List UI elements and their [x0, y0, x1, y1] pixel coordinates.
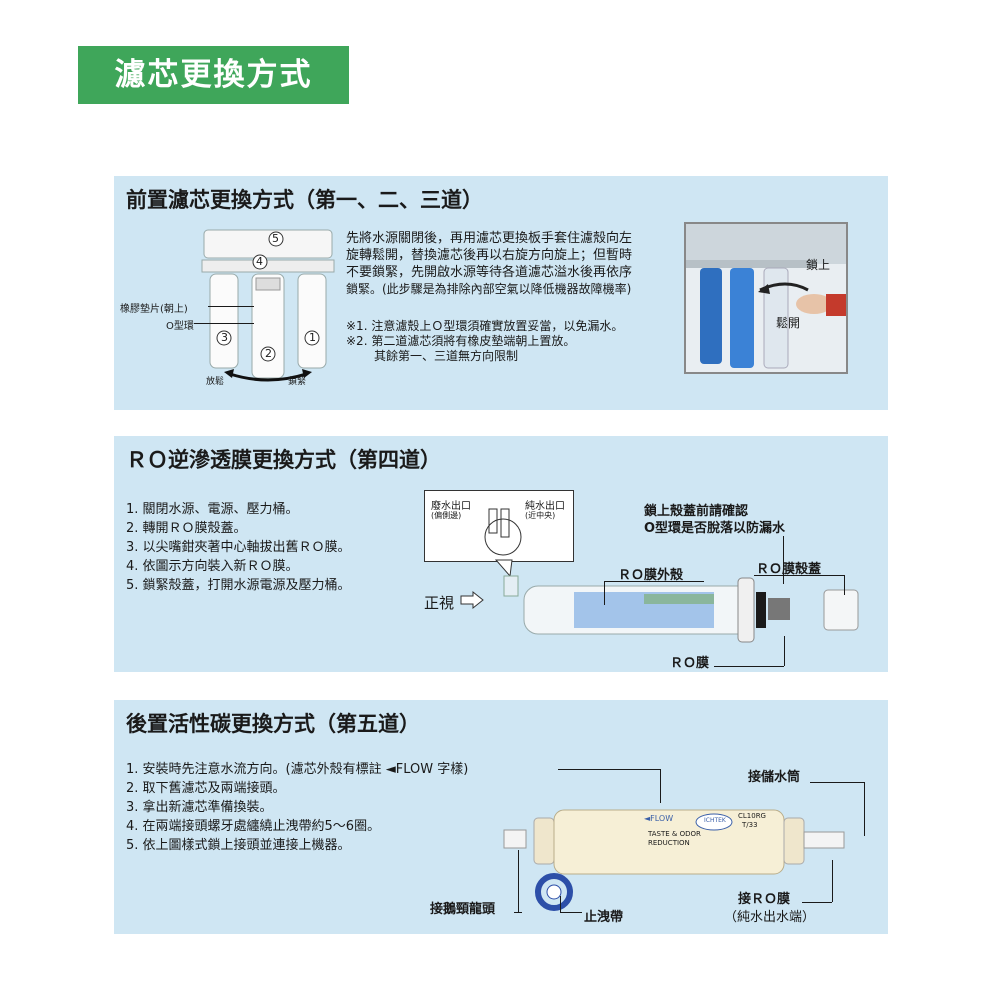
- diagram-number: 4: [256, 255, 263, 268]
- ro-housing-diagram: [503, 575, 859, 643]
- loosen-label: 放鬆: [206, 377, 225, 387]
- ro-membrane-label: ＲＯ膜: [670, 656, 710, 671]
- step-item: 4. 依圖示方向裝入新ＲＯ膜。: [126, 559, 299, 574]
- step-item: 3. 拿出新濾芯準備換裝。: [126, 800, 273, 815]
- filter-photo: 鎖上 鬆開: [684, 222, 848, 374]
- waste-outlet-label: 廢水出口: [431, 501, 471, 512]
- flow-print: ◄FLOW: [644, 814, 674, 823]
- section-title: 前置濾芯更換方式（第一、二、三道）: [126, 188, 483, 212]
- prefilter-diagram: [201, 229, 335, 382]
- step-list: 1. 關閉水源、電源、壓力桶。 2. 轉開ＲＯ膜殼蓋。 3. 以尖嘴鉗夾著中心軸…: [126, 500, 351, 595]
- ro-outlet-label-line1: 接ＲＯ膜: [738, 892, 791, 907]
- section-title: ＲＯ逆滲透膜更換方式（第四道）: [126, 448, 441, 472]
- pure-outlet-label: 純水出口: [525, 501, 565, 512]
- ro-housing-label: ＲＯ膜外殼: [618, 568, 684, 583]
- note-line: ※2. 第二道濾芯須將有橡皮墊端朝上置放。: [346, 334, 576, 348]
- diagram-number: 1: [309, 331, 316, 344]
- step-item: 3. 以尖嘴鉗夾著中心軸拔出舊ＲＯ膜。: [126, 540, 351, 555]
- front-view-label: 正視: [424, 594, 455, 612]
- tighten-label: 鎖緊: [288, 377, 307, 387]
- step-item: 5. 依上圖樣式鎖上接頭並連接上機器。: [126, 838, 351, 853]
- taste-print: TASTE & ODOR: [648, 830, 701, 838]
- step-item: 1. 關閉水源、電源、壓力桶。: [126, 502, 299, 517]
- reduction-print: REDUCTION: [648, 839, 690, 847]
- page-title: 濾芯更換方式: [78, 46, 349, 104]
- note-line: ※1. 注意濾殼上Ｏ型環須確實放置妥當，以免漏水。: [346, 319, 624, 333]
- model2-print: T/33: [742, 821, 758, 829]
- note-line: 其餘第一、三道無方向限制: [374, 349, 519, 363]
- tape-label: 止洩帶: [584, 910, 624, 925]
- gooseneck-label: 接鵝頸龍頭: [430, 902, 496, 917]
- oring-label: O型環: [166, 321, 194, 332]
- brand-print: ICHTEK: [704, 817, 726, 824]
- instruction-line: 鎖緊。(此步驟是為排除內部空氣以降低機器故障機率): [346, 282, 632, 296]
- model-print: CL10RG: [738, 812, 766, 820]
- ro-cap-label: ＲＯ膜殼蓋: [756, 562, 822, 577]
- section-post-carbon: 後置活性碳更換方式（第五道） 1. 安裝時先注意水流方向。(濾芯外殼有標註 ◄F…: [114, 700, 888, 934]
- step-item: 1. 安裝時先注意水流方向。(濾芯外殼有標註 ◄FLOW 字樣): [126, 762, 469, 777]
- instruction-line: 不要鎖緊，先開啟水源等待各道濾芯溢水後再依序: [346, 265, 633, 280]
- check-oring-line1: 鎖上殼蓋前請確認: [644, 504, 749, 519]
- outlet-callout: 廢水出口 (偏側邊) 純水出口 (近中央): [424, 490, 574, 562]
- carbon-filter-diagram: [503, 809, 845, 875]
- step-item: 2. 取下舊濾芯及兩端接頭。: [126, 781, 286, 796]
- section-ro-membrane: ＲＯ逆滲透膜更換方式（第四道） 1. 關閉水源、電源、壓力桶。 2. 轉開ＲＯ膜…: [114, 436, 888, 672]
- tank-label: 接儲水筒: [748, 770, 801, 785]
- diagram-number: 5: [272, 232, 279, 245]
- step-item: 4. 在兩端接頭螺牙處纏繞止洩帶約5～6圈。: [126, 819, 381, 834]
- sealing-tape: [535, 873, 573, 911]
- section-title: 後置活性碳更換方式（第五道）: [126, 712, 420, 736]
- instruction-line: 旋轉鬆開，替換濾芯後再以右旋方向旋上；但暫時: [346, 248, 633, 263]
- ro-outlet-label-line2: （純水出水端）: [724, 910, 816, 925]
- photo-loosen-label: 鬆開: [776, 316, 801, 330]
- step-item: 2. 轉開ＲＯ膜殼蓋。: [126, 521, 247, 536]
- diagram-number: 2: [265, 347, 272, 360]
- instruction-line: 先將水源關閉後，再用濾芯更換板手套住濾殼向左: [346, 231, 633, 246]
- waste-outlet-sub: (偏側邊): [431, 511, 462, 520]
- check-oring-line2: O型環是否脫落以防漏水: [644, 521, 786, 536]
- gasket-label: 橡膠墊片(朝上): [120, 304, 188, 315]
- diagram-number: 3: [221, 331, 228, 344]
- section-prefilter: 前置濾芯更換方式（第一、二、三道） 5 4 3 2 1 放鬆 鎖緊 橡膠墊片(朝…: [114, 176, 888, 410]
- pure-outlet-sub: (近中央): [525, 511, 556, 520]
- photo-lock-label: 鎖上: [806, 258, 831, 272]
- step-list: 1. 安裝時先注意水流方向。(濾芯外殼有標註 ◄FLOW 字樣) 2. 取下舊濾…: [126, 760, 468, 855]
- step-item: 5. 鎖緊殼蓋，打開水源電源及壓力桶。: [126, 578, 351, 593]
